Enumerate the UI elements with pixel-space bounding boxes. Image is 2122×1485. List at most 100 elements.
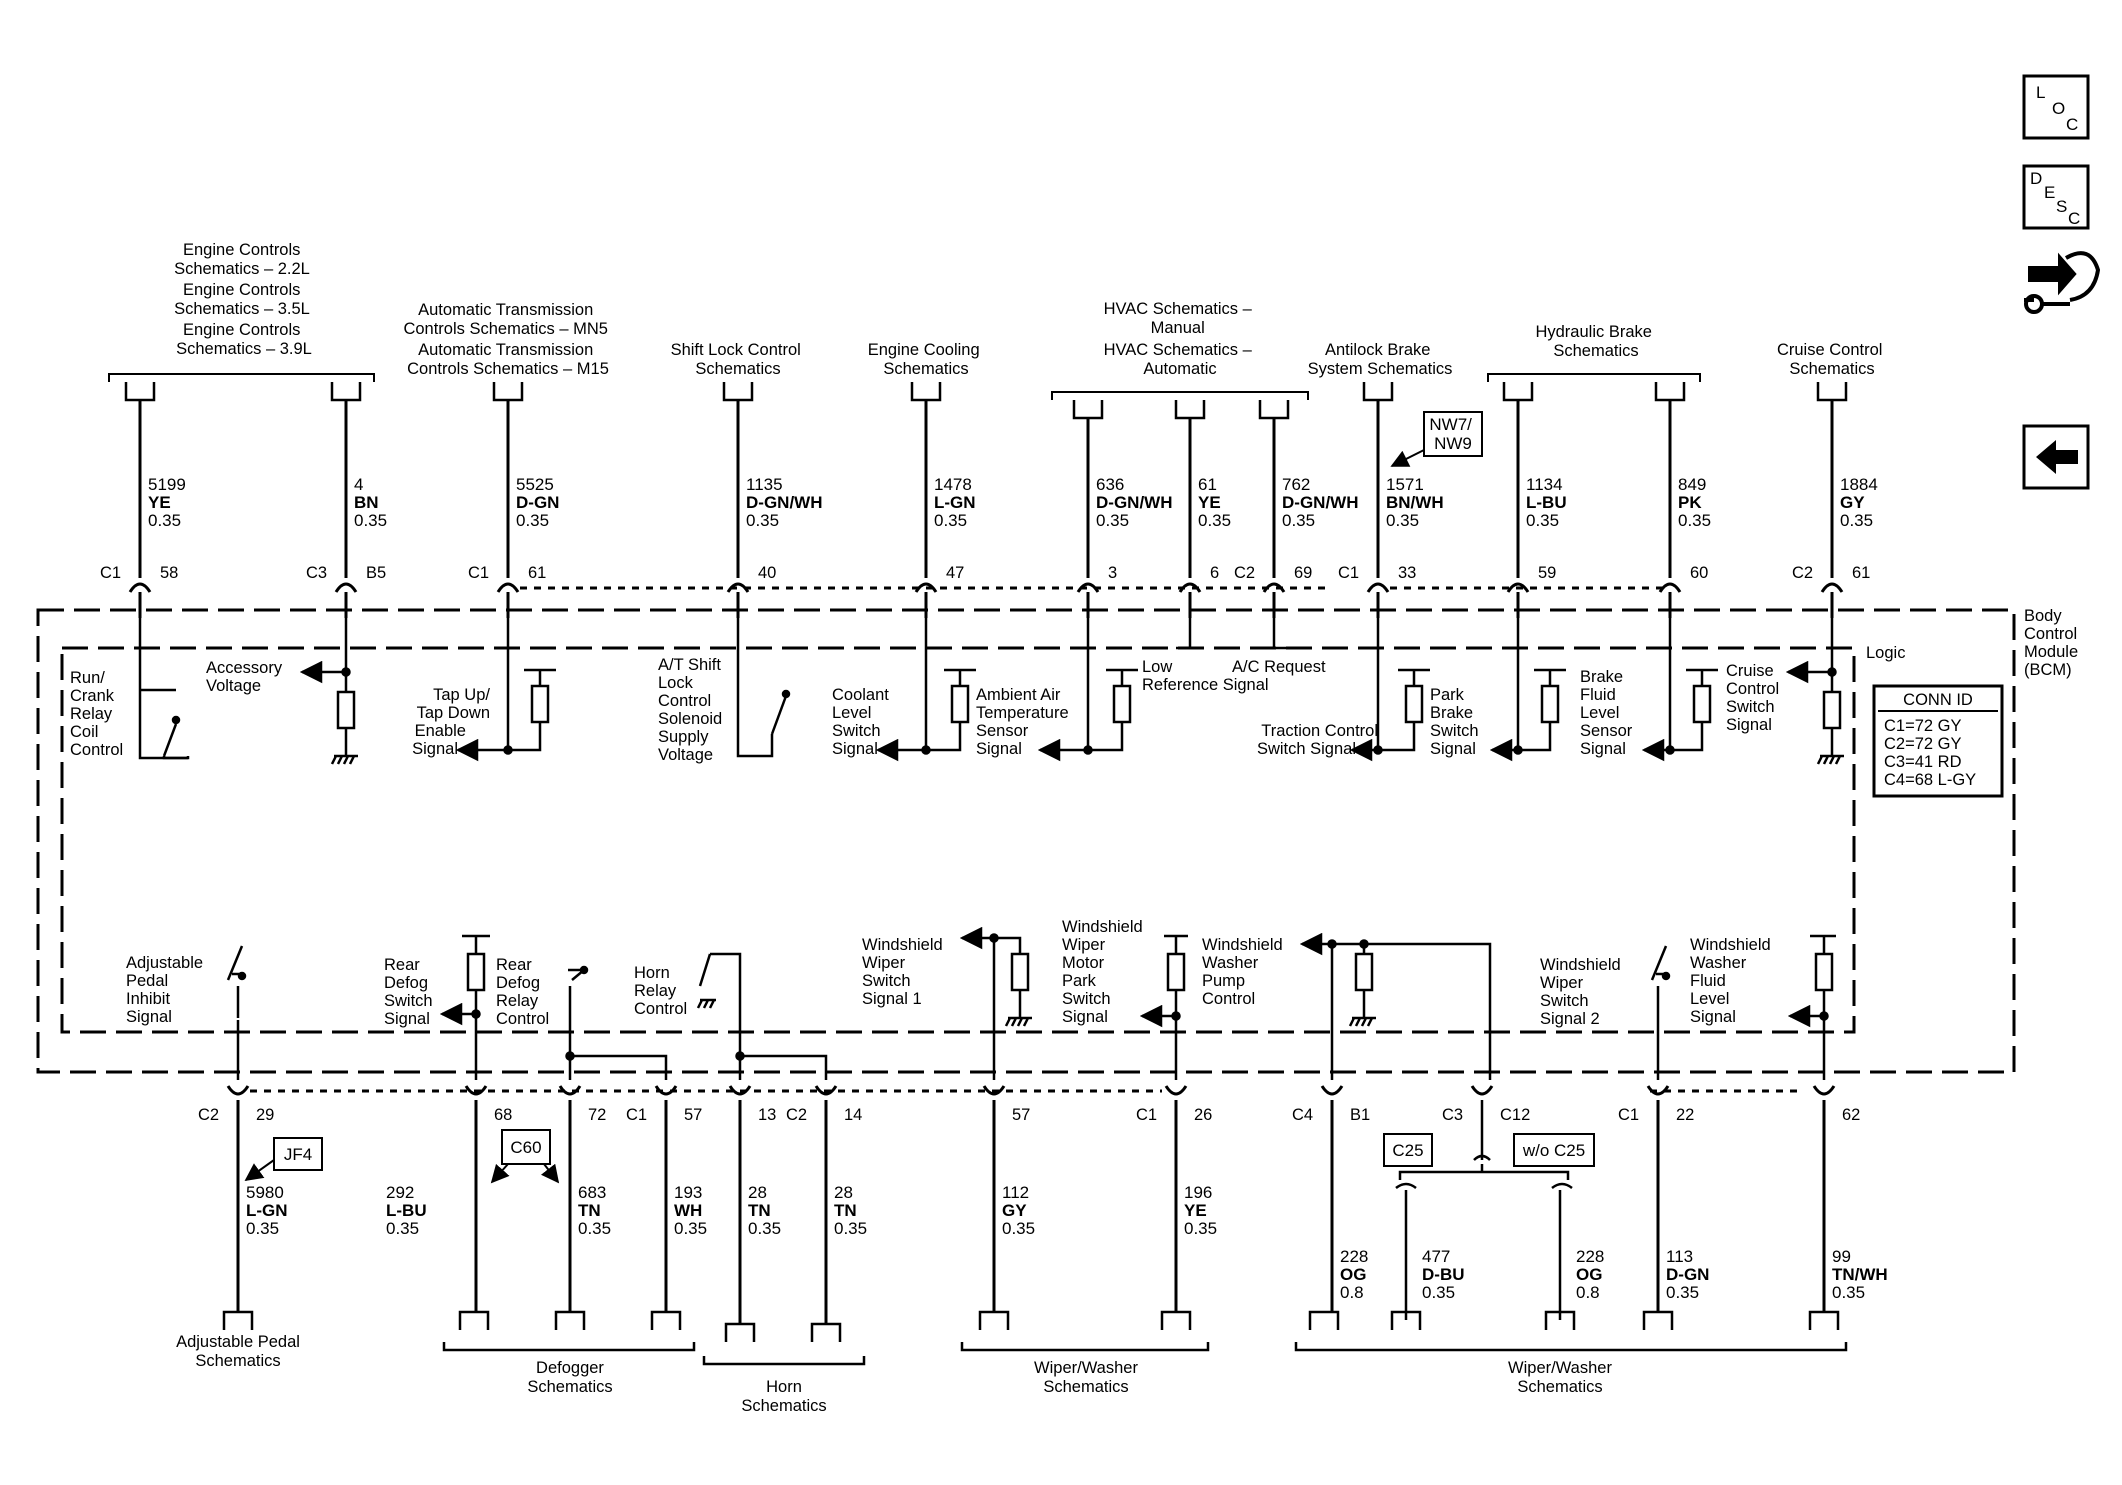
bottom-pin-terminal bbox=[464, 1085, 488, 1096]
top-connector-end bbox=[1362, 382, 1394, 402]
c3-split-wiring bbox=[1395, 1100, 1573, 1320]
top-pin-terminal bbox=[334, 582, 358, 593]
top-connector-end bbox=[722, 382, 754, 402]
svg-text:C60: C60 bbox=[510, 1138, 541, 1157]
top-pin-number: B5 bbox=[366, 564, 386, 582]
bottom-conn-id: C1 bbox=[1136, 1106, 1157, 1124]
bottom-pin-number: 29 bbox=[256, 1106, 274, 1124]
top-pin-terminal bbox=[128, 582, 152, 593]
description-button[interactable]: DESC bbox=[2022, 164, 2090, 230]
option-tag-nw7-nw9: NW7/ NW9 bbox=[1390, 411, 1483, 467]
top-connector-end bbox=[330, 382, 362, 402]
top-title-auto-trans: Automatic Transmission Controls Schemati… bbox=[403, 301, 612, 378]
bottom-pin-terminal bbox=[728, 1085, 752, 1096]
top-title-abs: Antilock Brake System Schematics bbox=[1308, 341, 1453, 378]
bottom-conn-id: C4 bbox=[1292, 1106, 1313, 1124]
svg-text:NW7/ NW9: NW7/ NW9 bbox=[1429, 415, 1476, 453]
location-button[interactable]: LOC bbox=[2022, 74, 2090, 140]
wrench-arrows-icon bbox=[2024, 251, 2101, 314]
bcm-outer-boundary bbox=[36, 608, 2016, 1074]
top-pin-number: 58 bbox=[160, 564, 178, 582]
bottom-pin-number: C12 bbox=[1500, 1106, 1530, 1124]
top-pin-terminal bbox=[496, 582, 520, 593]
top-conn-id: C2 bbox=[1792, 564, 1813, 582]
top-brace-hvac bbox=[1051, 391, 1309, 400]
top-pin-number: 61 bbox=[1852, 564, 1870, 582]
top-brace-hydraulic bbox=[1487, 373, 1701, 382]
top-pin-terminal bbox=[1506, 582, 1530, 593]
bottom-pin-number: 22 bbox=[1676, 1106, 1694, 1124]
back-button[interactable] bbox=[2022, 424, 2090, 490]
bottom-conn-id: C2 bbox=[198, 1106, 219, 1124]
bottom-pin-terminal bbox=[1320, 1085, 1344, 1096]
bottom-pin-terminal bbox=[1164, 1085, 1188, 1096]
bottom-pin-terminal bbox=[226, 1085, 250, 1096]
bottom-pin-terminal bbox=[654, 1085, 678, 1096]
top-title-engine-cooling: Engine Cooling Schematics bbox=[868, 341, 985, 378]
option-tag-jf4: JF4 bbox=[244, 1137, 323, 1182]
bottom-pin-number: 13 bbox=[758, 1106, 776, 1124]
top-pin-terminal bbox=[1658, 582, 1682, 593]
bottom-destinations bbox=[222, 1310, 1848, 1366]
conn-id-box: CONN ID C1=72 GY C2=72 GY C3=41 RD C4=68… bbox=[1872, 684, 2004, 798]
logic-boundary bbox=[60, 646, 1856, 1034]
top-connector-end bbox=[1072, 400, 1104, 420]
svg-text:CONN ID: CONN ID bbox=[1903, 691, 1973, 709]
diagnostic-tools-button[interactable] bbox=[2024, 251, 2101, 314]
top-conn-id: C2 bbox=[1234, 564, 1255, 582]
top-connector-end bbox=[124, 382, 156, 402]
top-pin-number: 60 bbox=[1690, 564, 1708, 582]
bottom-pin-terminal bbox=[1470, 1085, 1494, 1096]
top-conn-id: C1 bbox=[468, 564, 489, 582]
bcm-label: Body Control Module (BCM) bbox=[2024, 607, 2083, 679]
top-title-shift-lock: Shift Lock Control Schematics bbox=[671, 341, 806, 378]
top-pin-number: 69 bbox=[1294, 564, 1312, 582]
top-connector-end bbox=[1174, 400, 1206, 420]
top-connector-end bbox=[910, 382, 942, 402]
top-pin-number: 40 bbox=[758, 564, 776, 582]
top-pin-terminal bbox=[1178, 582, 1202, 593]
bottom-pin-terminal bbox=[1646, 1085, 1670, 1096]
top-connector-end bbox=[1816, 382, 1848, 402]
bottom-pin-terminal bbox=[558, 1085, 582, 1096]
bottom-conn-id: C3 bbox=[1442, 1106, 1463, 1124]
top-connector-end bbox=[1502, 382, 1534, 402]
bottom-pin-number: 62 bbox=[1842, 1106, 1860, 1124]
top-pin-number: 61 bbox=[528, 564, 546, 582]
top-connector-end bbox=[1654, 382, 1686, 402]
